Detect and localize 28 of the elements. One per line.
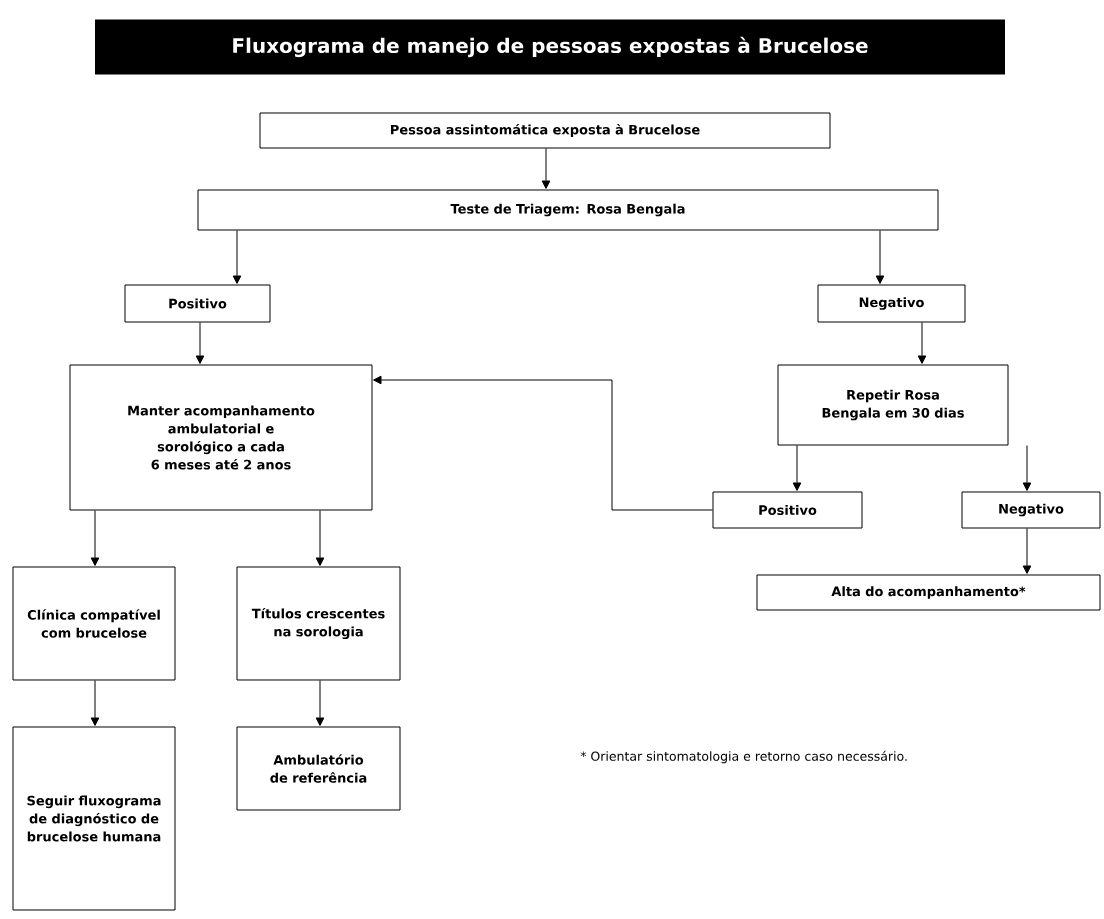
process-box: Teste de Triagem: Rosa Bengala [197, 189, 939, 231]
process-box: Positivo [712, 491, 863, 529]
arrow [373, 375, 713, 511]
title-band: Fluxograma de manejo de pessoas expostas à Brucelose [95, 19, 1005, 75]
process-box: Alta do acompanhamento* [756, 574, 1101, 611]
arrow [541, 148, 551, 189]
process-box: Pessoa assintomática exposta à Brucelose [259, 112, 831, 149]
process-box: Repetir Rosa Bengala em 30 dias [777, 364, 1009, 446]
process-box: Títulos crescentes na sorologia [236, 566, 401, 681]
process-box: Positivo [124, 284, 271, 323]
process-box: Negativo [961, 491, 1101, 529]
process-box: Negativo [817, 284, 966, 323]
process-box: Seguir fluxograma de diagnóstico de brucelose humana [12, 726, 176, 911]
process-box: Clínica compatível com brucelose [12, 566, 176, 681]
arrow [917, 322, 927, 364]
footnote: * Orientar sintomatologia e retorno caso necessário. [580, 750, 907, 764]
arrow [1022, 445, 1032, 491]
arrow [875, 230, 885, 284]
process-box: Ambulatório de referência [236, 726, 401, 811]
arrow [232, 230, 242, 284]
process-box: Manter acompanhamento ambulatorial e sorológico a cada 6 meses até 2 anos [69, 364, 373, 511]
arrow [1022, 528, 1032, 574]
arrow [792, 445, 802, 491]
arrow [315, 510, 325, 566]
arrow [315, 680, 325, 726]
arrow [195, 322, 205, 364]
arrow [90, 680, 100, 726]
arrow [90, 510, 100, 566]
